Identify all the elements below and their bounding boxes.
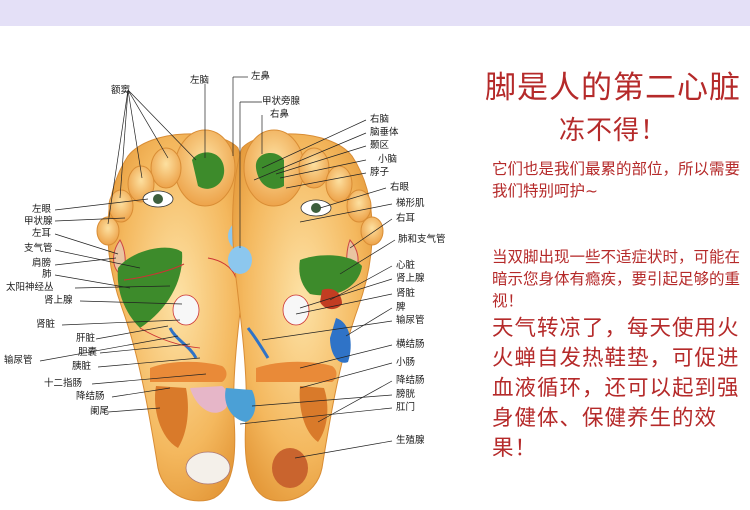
label-liver: 肝脏 bbox=[76, 333, 96, 344]
label-adrenal-right: 肾上腺 bbox=[396, 273, 425, 284]
label-left-brain: 左脑 bbox=[190, 75, 210, 86]
label-lung-bronchus: 肺和支气管 bbox=[398, 234, 446, 245]
label-adrenal-left: 肾上腺 bbox=[44, 295, 73, 306]
warning-paragraph: 当双脚出现一些不适症状时，可能在暗示您身体有瘾疾，要引起足够的重视！ bbox=[492, 248, 741, 310]
label-spleen: 脾 bbox=[396, 302, 406, 313]
label-ureter-left: 输尿管 bbox=[4, 355, 33, 366]
top-banner-strip bbox=[0, 0, 750, 26]
headline: 脚是人的第二心脏 bbox=[485, 70, 741, 106]
leader-lines bbox=[39, 76, 396, 459]
label-cerebellum: 小脑 bbox=[378, 154, 398, 165]
label-kidney-right: 肾脏 bbox=[396, 288, 416, 299]
label-kidney-left: 肾脏 bbox=[36, 319, 56, 330]
label-right-ear: 右耳 bbox=[396, 213, 416, 224]
label-left-nose: 左鼻 bbox=[251, 71, 271, 82]
label-right-eye: 右眼 bbox=[390, 182, 410, 193]
promo-text-panel: 脚是人的第二心脏 冻不得！ 它们也是我们最累的部位，所以需要我们特别呵护~ 当双… bbox=[470, 28, 750, 506]
label-bladder: 膀胱 bbox=[396, 389, 416, 400]
product-promo-paragraph: 天气转凉了，每天使用火火蝉自发热鞋垫，可促进血液循环，还可以起到强身健体、保健养… bbox=[492, 316, 740, 461]
label-temporal: 颞区 bbox=[370, 140, 390, 151]
label-thyroid: 甲状腺 bbox=[24, 216, 53, 227]
label-shoulder: 肩膀 bbox=[32, 258, 52, 269]
label-bronchus: 支气管 bbox=[24, 243, 53, 254]
label-small-intestine: 小肠 bbox=[396, 357, 416, 368]
intro-paragraph: 它们也是我们最累的部位，所以需要我们特别呵护~ bbox=[492, 160, 741, 200]
label-left-eye: 左眼 bbox=[32, 204, 52, 215]
label-parathyroid: 甲状旁腺 bbox=[262, 96, 301, 107]
label-descending-colon-left: 降结肠 bbox=[76, 391, 105, 402]
foot-reflexology-chart: 额窦 左脑 左眼 甲状腺 左耳 支气管 肩膀 肺 太阳神经丛 肾上腺 肾脏 肝脏… bbox=[0, 28, 470, 506]
label-gonads: 生殖腺 bbox=[396, 435, 425, 446]
label-transverse-colon: 横结肠 bbox=[396, 339, 425, 350]
label-neck: 脖子 bbox=[370, 167, 390, 178]
feet-illustration bbox=[39, 76, 396, 502]
label-pituitary: 脑垂体 bbox=[370, 127, 399, 138]
label-frontal-sinus: 额窦 bbox=[111, 85, 131, 96]
left-foot bbox=[96, 129, 252, 502]
label-right-nose: 右鼻 bbox=[270, 109, 290, 120]
label-duodenum: 十二指肠 bbox=[44, 378, 83, 389]
label-lung: 肺 bbox=[42, 269, 52, 280]
right-foot bbox=[225, 129, 384, 502]
subheadline: 冻不得！ bbox=[558, 116, 667, 146]
label-left-ear: 左耳 bbox=[32, 228, 52, 239]
label-trapezius: 梯形肌 bbox=[396, 198, 425, 209]
label-appendix: 阑尾 bbox=[90, 406, 110, 417]
label-descending-colon-right: 降结肠 bbox=[396, 375, 425, 386]
label-right-brain: 右脑 bbox=[370, 114, 390, 125]
label-heart: 心脏 bbox=[396, 260, 416, 271]
label-ureter-right: 输尿管 bbox=[396, 315, 425, 326]
label-pancreas: 胰脏 bbox=[72, 361, 92, 372]
label-gallbladder: 胆囊 bbox=[78, 347, 98, 358]
label-solar-plexus: 太阳神经丛 bbox=[6, 282, 54, 293]
label-anus: 肛门 bbox=[396, 402, 416, 413]
